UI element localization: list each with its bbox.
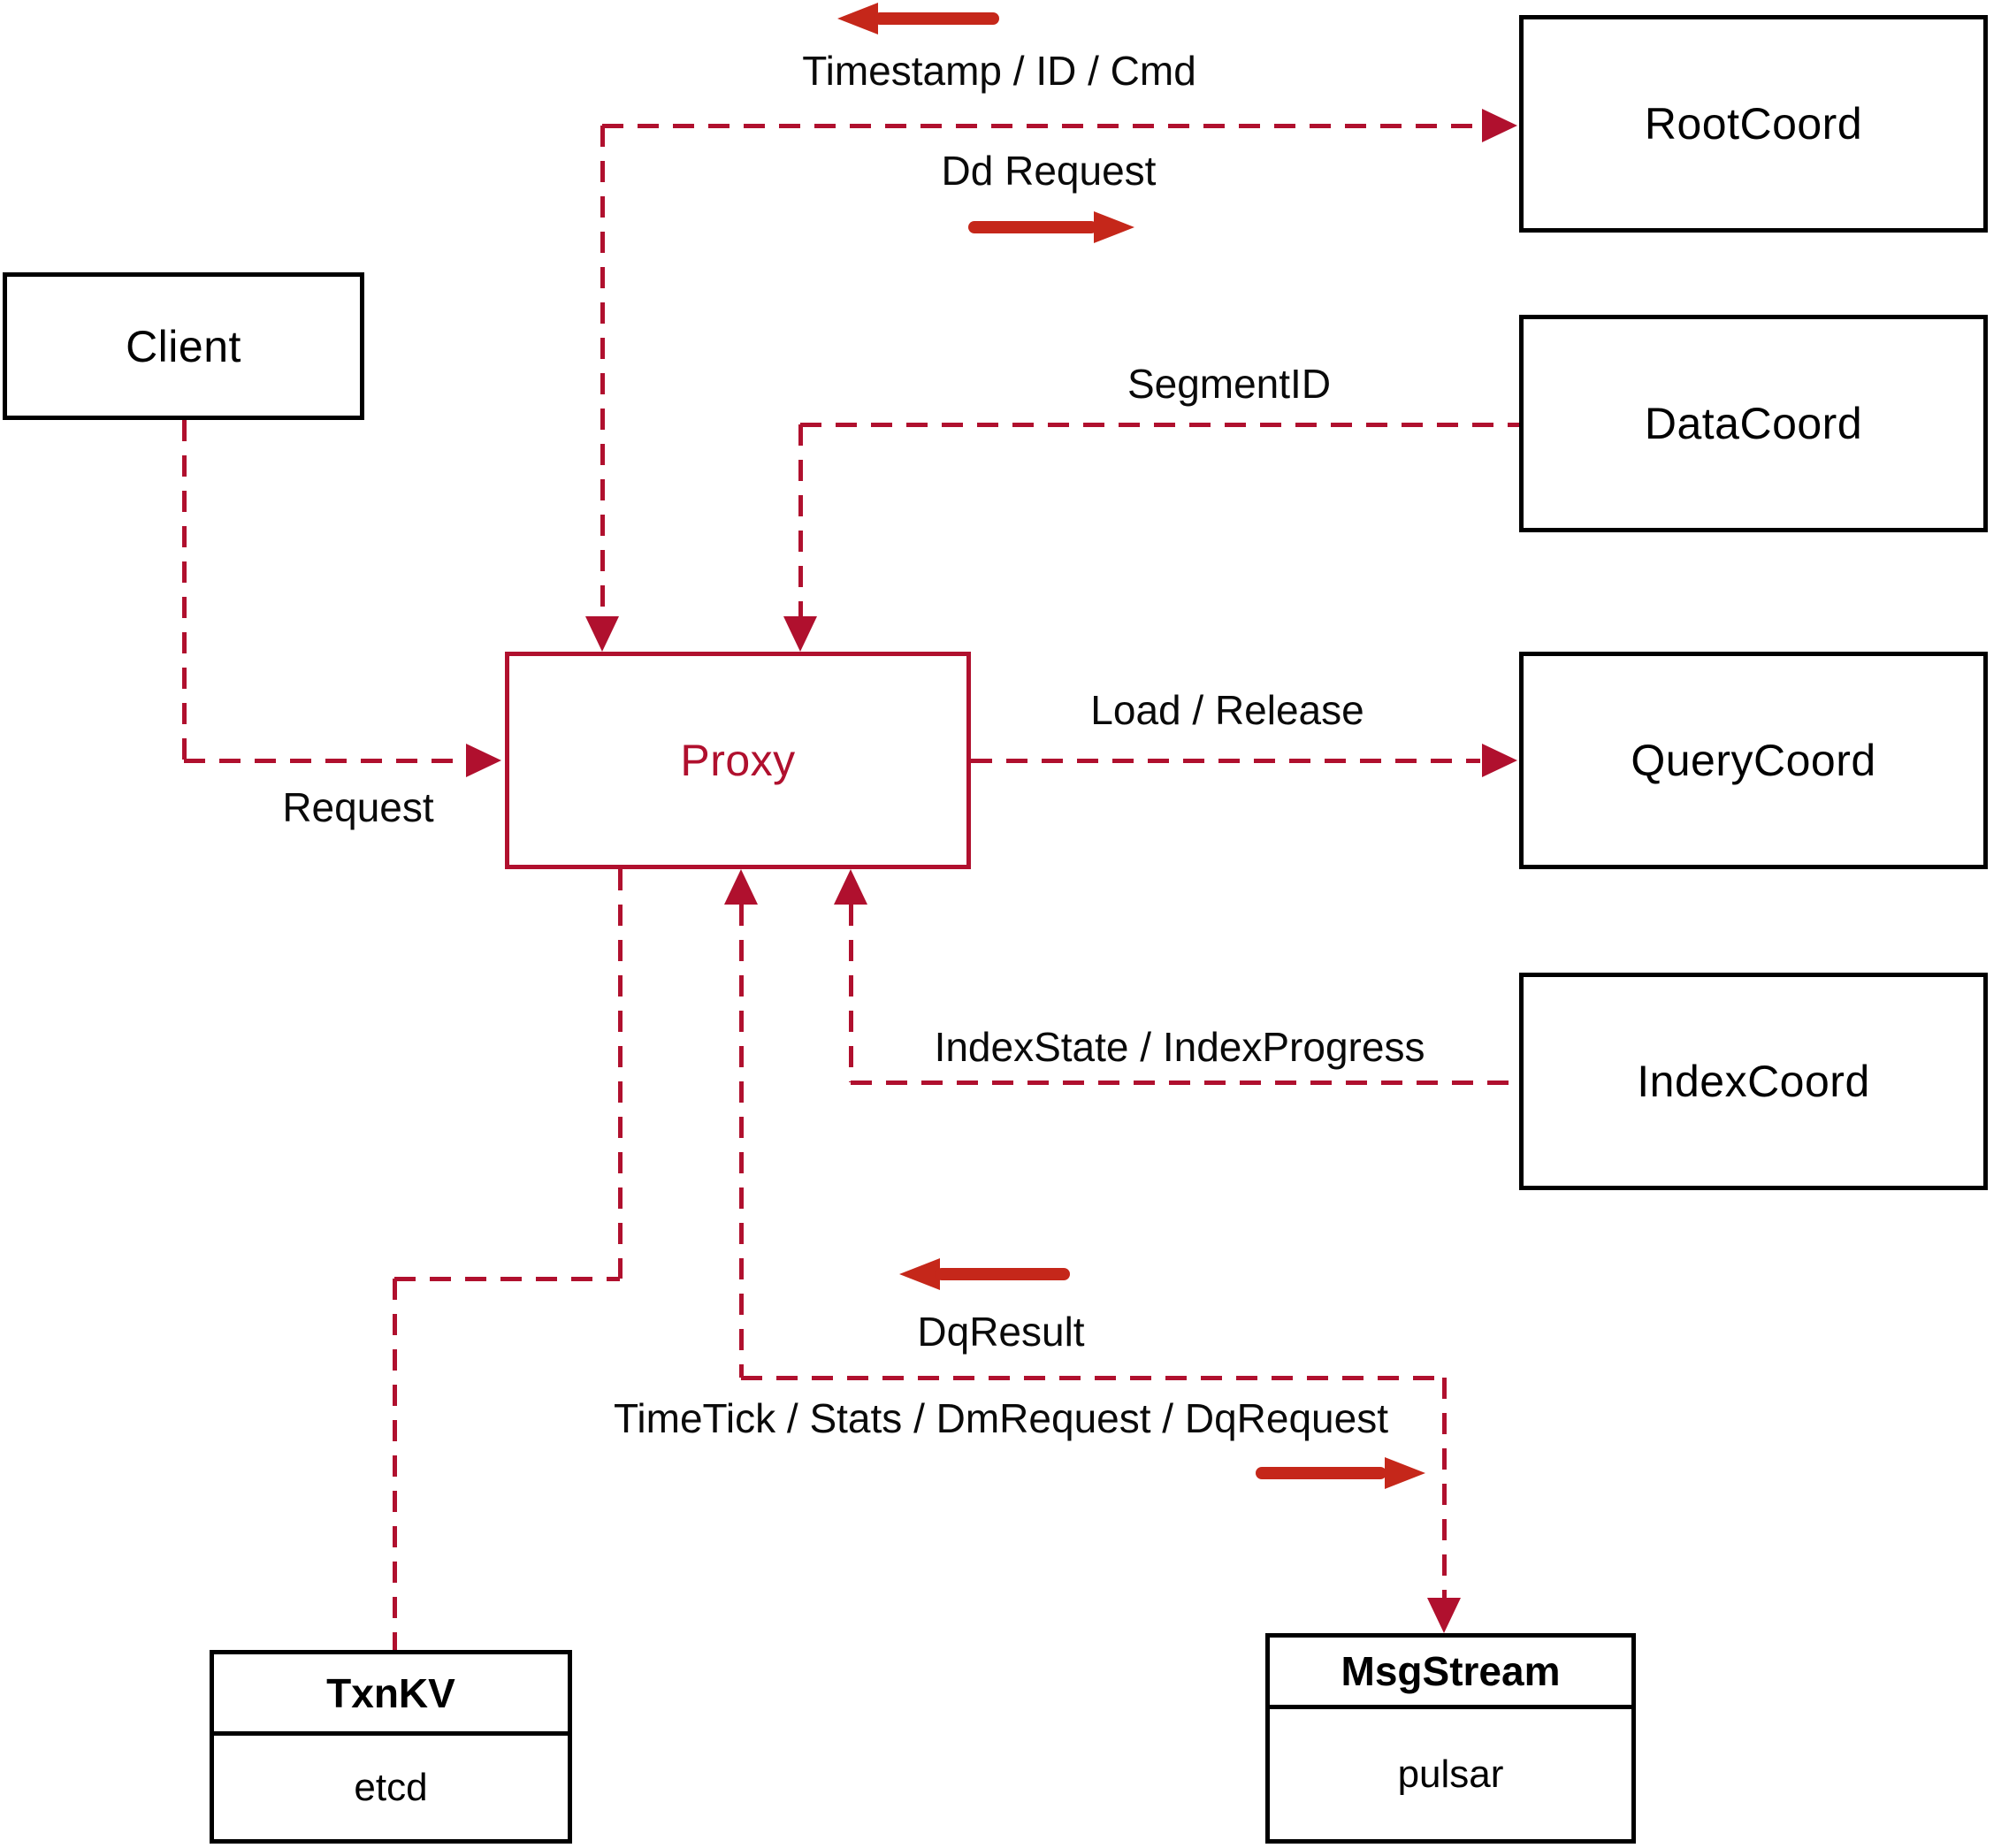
edge-label-dq-result: DqResult — [917, 1309, 1085, 1355]
edge-proxy-msgstream-vline — [1442, 1378, 1447, 1598]
edge-msgstream-proxy-arrowhead-icon — [724, 869, 758, 905]
node-indexcoord: IndexCoord — [1519, 973, 1988, 1190]
node-datacoord: DataCoord — [1519, 315, 1988, 532]
edge-client-proxy-vline — [182, 420, 187, 760]
edge-client-proxy-hline — [184, 759, 464, 763]
node-querycoord: QueryCoord — [1519, 652, 1988, 869]
edge-proxy-msgstream-hline — [741, 1376, 1444, 1380]
node-rootcoord: RootCoord — [1519, 15, 1988, 233]
edge-datacoord-proxy-arrowhead-icon — [783, 616, 817, 652]
timetick-right-arrow-shaft — [1256, 1467, 1386, 1479]
flow-right-arrow-icon — [1094, 211, 1134, 243]
edge-datacoord-proxy-vline — [798, 424, 803, 616]
flow-left-arrow-icon — [837, 3, 878, 34]
flow-left-arrow-shaft — [874, 12, 999, 25]
edge-proxy-querycoord-hline — [971, 759, 1480, 763]
node-querycoord-label: QueryCoord — [1631, 736, 1876, 785]
edge-indexcoord-proxy-arrowhead-icon — [834, 869, 867, 905]
edge-datacoord-proxy-hline — [800, 423, 1519, 427]
edge-indexcoord-proxy-hline — [851, 1081, 1519, 1085]
node-txnkv: TxnKV etcd — [210, 1650, 572, 1844]
edge-label-timestamp-id-cmd: Timestamp / ID / Cmd — [802, 48, 1196, 94]
edge-proxy-msgstream-arrowhead-icon — [1427, 1598, 1461, 1633]
edge-rootcoord-proxy-arrowhead-icon — [585, 616, 619, 652]
dqresult-left-arrow-icon — [899, 1258, 940, 1290]
node-client-label: Client — [126, 321, 241, 371]
flow-right-arrow-shaft — [968, 221, 1097, 233]
edge-label-index-state: IndexState / IndexProgress — [934, 1024, 1425, 1070]
edge-proxy-txnkv-hline — [394, 1277, 620, 1281]
edge-proxy-rootcoord-hline — [602, 124, 1480, 128]
edge-proxy-rootcoord-vline — [600, 126, 605, 616]
edge-proxy-querycoord-arrowhead-icon — [1482, 744, 1517, 777]
node-client: Client — [3, 272, 364, 420]
node-msgstream-subtitle: pulsar — [1397, 1752, 1504, 1796]
edge-label-segment-id: SegmentID — [1127, 361, 1332, 407]
edge-label-timetick: TimeTick / Stats / DmRequest / DqRequest — [614, 1395, 1388, 1441]
dqresult-left-arrow-shaft — [936, 1268, 1070, 1280]
edge-proxy-txnkv-vline1 — [618, 869, 623, 1279]
node-msgstream-title: MsgStream — [1270, 1638, 1631, 1709]
edge-label-dd-request: Dd Request — [941, 148, 1157, 194]
edge-indexcoord-proxy-vline — [849, 905, 853, 1082]
node-msgstream: MsgStream pulsar — [1265, 1633, 1636, 1844]
node-txnkv-title: TxnKV — [214, 1654, 568, 1736]
node-proxy: Proxy — [505, 652, 971, 869]
node-txnkv-subtitle: etcd — [354, 1765, 428, 1809]
edge-label-load-release: Load / Release — [1090, 687, 1364, 733]
node-proxy-label: Proxy — [680, 736, 796, 785]
node-datacoord-label: DataCoord — [1644, 399, 1863, 448]
edge-proxy-rootcoord-arrowhead-icon — [1482, 109, 1517, 142]
node-indexcoord-label: IndexCoord — [1637, 1057, 1870, 1106]
edge-proxy-txnkv-vline2 — [393, 1279, 397, 1650]
edge-label-request: Request — [282, 784, 434, 830]
edge-client-proxy-arrowhead-icon — [466, 744, 501, 777]
edge-msgstream-proxy-vline — [739, 905, 744, 1378]
timetick-right-arrow-icon — [1385, 1457, 1425, 1489]
node-rootcoord-label: RootCoord — [1644, 99, 1863, 149]
